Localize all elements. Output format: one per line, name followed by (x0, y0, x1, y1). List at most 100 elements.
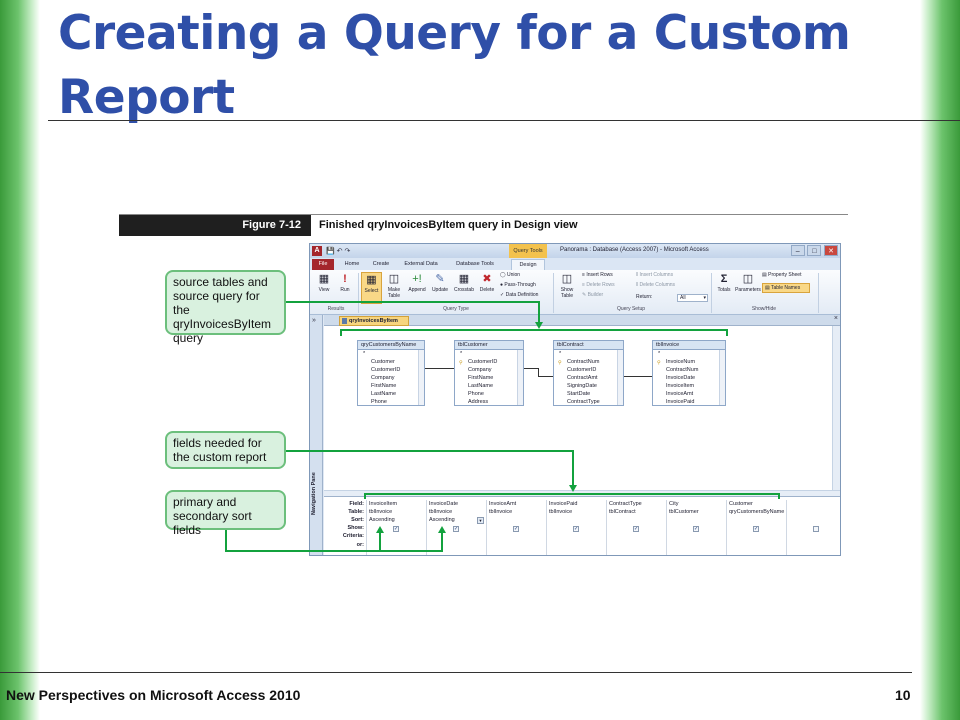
close-icon[interactable]: × (833, 315, 838, 322)
field-list-title[interactable]: tblCustomer (455, 341, 523, 350)
property-sheet-button[interactable]: ▤ Property Sheet (762, 272, 802, 278)
field-item[interactable]: FirstName (371, 383, 397, 389)
field-item[interactable]: ⚲ContractNum (554, 358, 623, 366)
totals-button[interactable]: Σ Totals (714, 272, 734, 293)
field-item[interactable]: InvoiceDate (666, 375, 696, 381)
field-item[interactable]: InvoicePaid (666, 399, 695, 405)
sort-cell[interactable]: Ascending (369, 517, 395, 523)
field-item[interactable]: CustomerID (371, 367, 401, 373)
update-button[interactable]: ✎ Update (429, 272, 451, 293)
grid-column[interactable]: InvoiceItem tblInvoice Ascending ✓ (366, 500, 425, 555)
tab-design[interactable]: Design (511, 259, 545, 270)
tab-external-data[interactable]: External Data (404, 261, 438, 267)
field-item[interactable]: LastName (468, 383, 494, 389)
field-cell[interactable]: ContractType (609, 501, 642, 507)
close-button[interactable]: ✕ (824, 245, 838, 256)
join-line[interactable] (524, 368, 538, 369)
crosstab-button[interactable]: ▦ Crosstab (452, 272, 476, 293)
delete-rows-button[interactable]: ≡ Delete Rows (582, 282, 615, 288)
grid-column[interactable] (786, 500, 840, 555)
table-names-button[interactable]: ▤ Table Names (762, 283, 810, 293)
grid-column[interactable]: City tblCustomer ✓ (666, 500, 725, 555)
run-button[interactable]: ! Run (336, 272, 354, 293)
design-grid[interactable]: Field: Table: Sort: Show: Criteria: or: … (324, 496, 840, 555)
show-checkbox[interactable]: ✓ (753, 526, 759, 532)
field-item[interactable]: CustomerID (567, 367, 597, 373)
show-checkbox[interactable]: ✓ (573, 526, 579, 532)
append-button[interactable]: +! Append (406, 272, 428, 293)
navigation-pane[interactable]: » Navigation Pane (310, 315, 323, 555)
return-dropdown[interactable]: All ▾ (677, 294, 708, 302)
field-cell[interactable]: City (669, 501, 679, 507)
show-checkbox[interactable]: ✓ (633, 526, 639, 532)
save-icon[interactable]: 💾 (326, 248, 335, 255)
field-item[interactable]: ContractNum (666, 367, 699, 373)
field-list-scrollbar[interactable] (418, 350, 424, 405)
document-tab-qryinvoicesbyitem[interactable]: qryInvoicesByItem (339, 316, 409, 326)
vertical-scrollbar[interactable] (832, 326, 840, 490)
join-line[interactable] (624, 376, 652, 377)
nav-pane-toggle[interactable]: » (312, 317, 316, 324)
select-query-button[interactable]: ▦ Select (361, 272, 382, 304)
show-checkbox[interactable]: ✓ (513, 526, 519, 532)
grid-column[interactable]: InvoiceAmt tblInvoice ✓ (486, 500, 545, 555)
grid-column[interactable]: InvoicePaid tblInvoice ✓ (546, 500, 605, 555)
field-item[interactable]: Phone (371, 399, 387, 405)
tab-home[interactable]: Home (344, 261, 360, 267)
table-cell[interactable]: tblCustomer (669, 509, 699, 515)
field-cell[interactable]: InvoicePaid (549, 501, 578, 507)
field-item[interactable]: Customer (371, 359, 395, 365)
field-list-title[interactable]: qryCustomersByName (358, 341, 424, 350)
table-pane[interactable]: qryCustomersByName * Customer CustomerID… (324, 326, 832, 490)
field-item[interactable]: InvoiceItem (666, 383, 695, 389)
field-cell[interactable]: InvoiceItem (369, 501, 398, 507)
table-cell[interactable]: tblContract (609, 509, 636, 515)
field-cell[interactable]: Customer (729, 501, 753, 507)
show-checkbox[interactable]: ✓ (393, 526, 399, 532)
table-cell[interactable]: tblInvoice (429, 509, 453, 515)
field-item[interactable]: * (559, 351, 562, 357)
field-item[interactable]: FirstName (468, 375, 494, 381)
parameters-button[interactable]: ◫ Parameters (735, 272, 761, 293)
redo-icon[interactable]: ↷ (344, 248, 351, 255)
field-item[interactable]: * (363, 351, 366, 357)
tab-file[interactable]: File (312, 259, 334, 270)
union-button[interactable]: ◯ Union (500, 272, 521, 278)
grid-column[interactable]: InvoiceDate tblInvoice Ascending ▼ ✓ (426, 500, 485, 555)
field-item[interactable]: ⚲CustomerID (455, 358, 523, 366)
field-cell[interactable]: InvoiceAmt (489, 501, 517, 507)
field-item[interactable]: * (658, 351, 661, 357)
field-item[interactable]: InvoiceAmt (666, 391, 694, 397)
join-line[interactable] (538, 376, 553, 377)
insert-columns-button[interactable]: ‖ Insert Columns (636, 272, 674, 278)
field-list-scrollbar[interactable] (517, 350, 523, 405)
grid-column[interactable]: ContractType tblContract ✓ (606, 500, 665, 555)
delete-columns-button[interactable]: ‖ Delete Columns (636, 282, 676, 288)
view-button[interactable]: ▦ View (314, 272, 334, 293)
field-item[interactable]: LastName (371, 391, 397, 397)
pass-through-button[interactable]: ● Pass-Through (500, 282, 536, 288)
builder-button[interactable]: ✎ Builder (582, 292, 604, 298)
field-item[interactable]: ContractAmt (567, 375, 598, 381)
undo-icon[interactable]: ↶ (336, 248, 343, 255)
field-item[interactable]: ContractType (567, 399, 600, 405)
make-table-button[interactable]: ◫ Make Table (384, 272, 404, 299)
tab-create[interactable]: Create (372, 261, 390, 267)
table-cell[interactable]: tblInvoice (369, 509, 393, 515)
table-cell[interactable]: tblInvoice (549, 509, 573, 515)
show-checkbox[interactable] (813, 526, 819, 532)
field-list-qrycustomersbyname[interactable]: qryCustomersByName * Customer CustomerID… (357, 340, 425, 406)
maximize-button[interactable]: □ (807, 245, 822, 256)
field-list-title[interactable]: tblInvoice (653, 341, 725, 350)
delete-query-button[interactable]: ✖ Delete (477, 272, 497, 293)
sort-cell[interactable]: Ascending (429, 517, 455, 523)
field-list-tblinvoice[interactable]: tblInvoice * ⚲InvoiceNum ContractNum Inv… (652, 340, 726, 406)
field-item[interactable]: Phone (468, 391, 484, 397)
show-table-button[interactable]: ◫ Show Table (556, 272, 578, 299)
access-app-icon[interactable]: A (312, 246, 322, 256)
show-checkbox[interactable]: ✓ (453, 526, 459, 532)
tab-database-tools[interactable]: Database Tools (456, 261, 494, 267)
field-list-title[interactable]: tblContract (554, 341, 623, 350)
field-item[interactable]: SigningDate (567, 383, 597, 389)
quick-access-toolbar[interactable]: 💾 ↶ ↷ (326, 247, 350, 255)
